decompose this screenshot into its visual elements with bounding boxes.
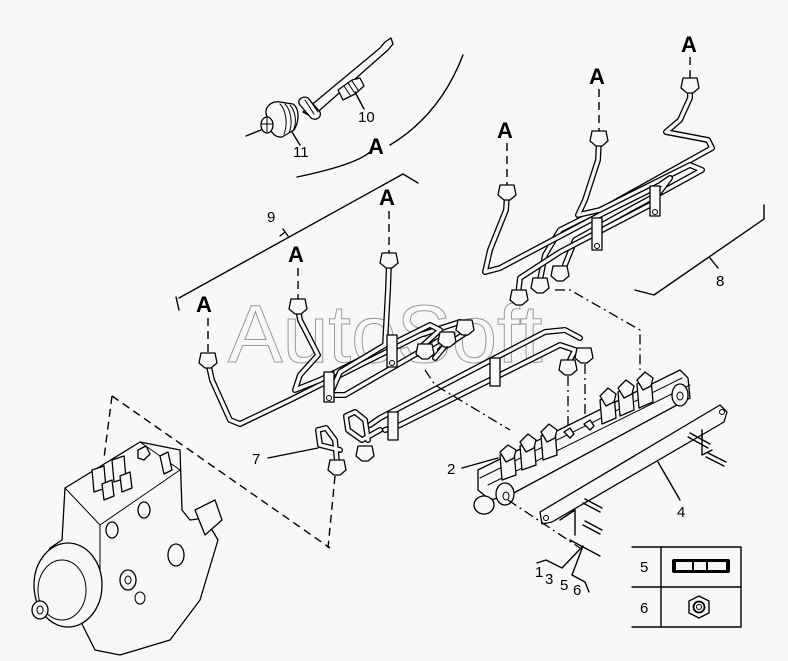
pump-link-dash [103,395,331,549]
rail-link-dash [424,369,511,431]
legend-row-number-6: 6 [640,600,648,617]
callout-6: 6 [573,582,581,599]
callout-8: 8 [716,273,724,290]
bracket-link-dash [507,499,581,549]
connector-label-a: A [379,185,395,210]
connector-label-a: A [589,64,605,89]
leader-line-8 [709,257,719,269]
leader-line-1356 [536,539,601,593]
leader-line-2 [461,457,499,469]
set-bracket-8 [634,204,765,296]
connector-arc-lower [296,151,371,178]
callout-9: 9 [267,209,275,226]
leader-line-9 [279,228,289,237]
leader-line-11 [291,131,301,146]
callout-4: 4 [677,504,685,521]
rail-link-dash [555,289,641,370]
callout-10: 10 [358,109,375,126]
pump-link-dash [327,475,336,549]
common-rail[interactable] [473,369,691,515]
callout-1: 1 [535,564,543,581]
callout-7: 7 [252,451,260,468]
connector-label-a: A [497,118,513,143]
rail-bracket[interactable] [539,404,728,536]
connector-label-a: A [196,292,212,317]
connector-label-a: A [288,242,304,267]
callout-2: 2 [447,461,455,478]
leader-line-4 [657,461,681,501]
leader-line-10 [354,91,365,110]
high-pressure-pump[interactable] [31,441,223,656]
callout-3: 3 [545,571,553,588]
legend-row-number-5: 5 [640,559,648,576]
set-bracket-9 [175,173,419,311]
callout-11: 11 [293,144,309,161]
legend-table [631,546,742,628]
leader-line-7 [267,447,319,459]
injector-connector-part[interactable] [245,37,394,138]
spacer-icon [672,559,730,573]
hex-nut-icon [688,595,710,619]
connector-arc-upper [389,54,464,146]
injector-pipe-set-rear[interactable] [482,77,715,306]
callout-5: 5 [560,577,568,594]
pump-feed-pipes[interactable] [315,327,594,476]
injector-pipe-set-front[interactable] [198,252,475,427]
connector-label-a: A [368,134,384,159]
connector-label-a: A [681,32,697,57]
